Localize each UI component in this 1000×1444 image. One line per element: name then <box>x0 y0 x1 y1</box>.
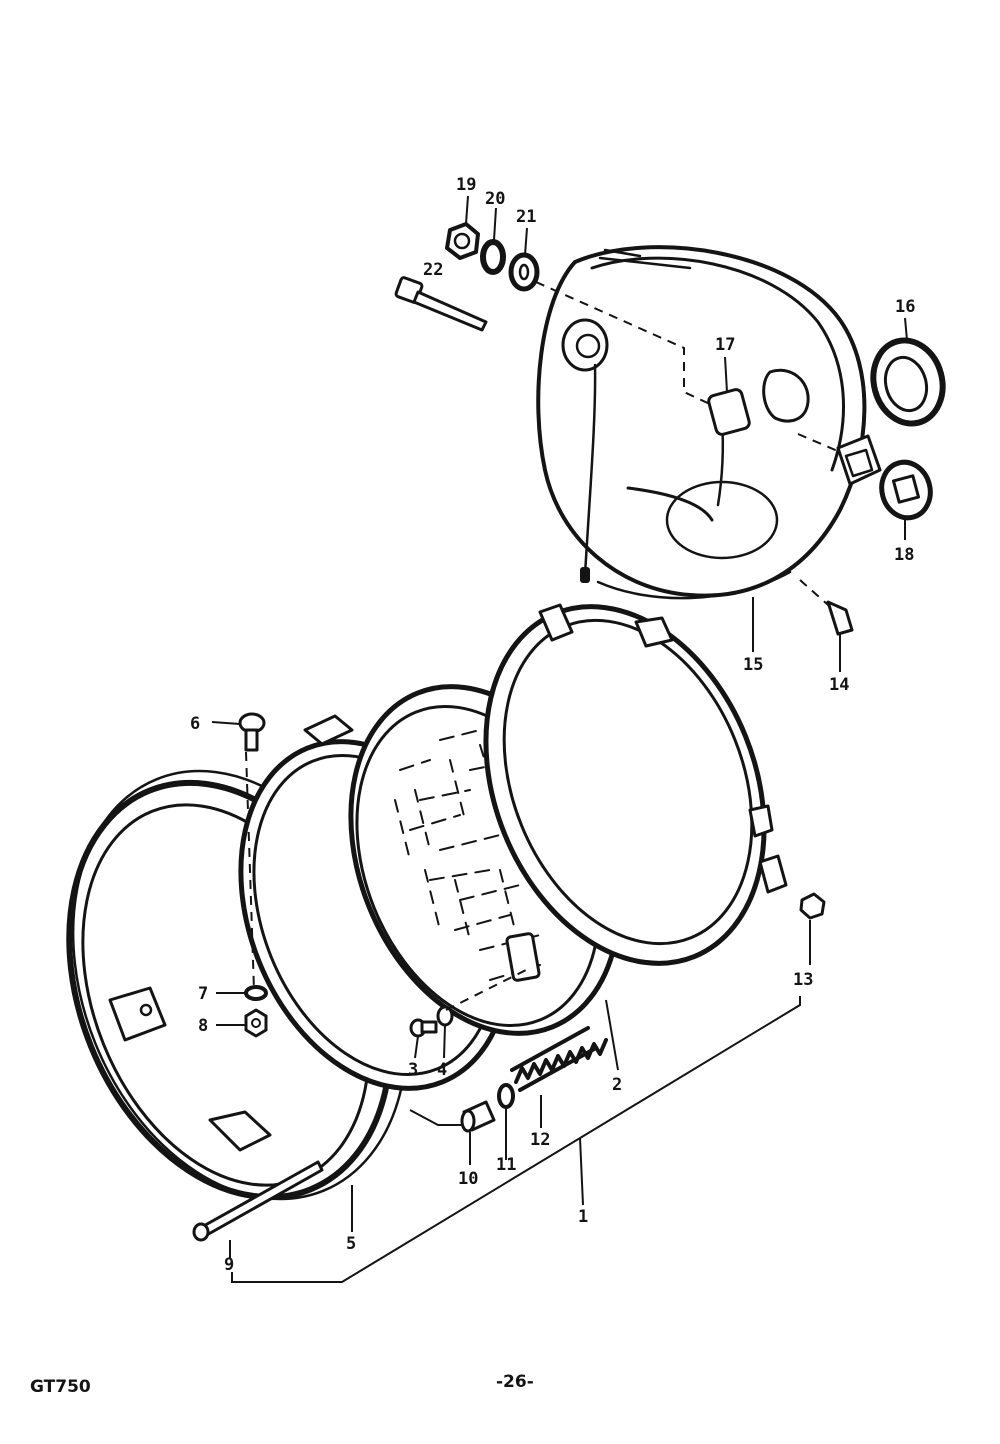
leader-lines <box>211 195 908 1283</box>
part-label-5: 5 <box>346 1234 356 1254</box>
part-labels: 19 20 21 22 16 17 18 15 14 6 13 7 8 3 4 … <box>190 175 915 1275</box>
flat-washer <box>508 252 540 292</box>
mounting-bolt <box>394 276 488 332</box>
part-label-16: 16 <box>895 297 915 317</box>
part-label-15: 15 <box>743 655 763 675</box>
part-label-22: 22 <box>423 260 443 280</box>
part-label-12: 12 <box>530 1130 550 1150</box>
nut <box>445 222 480 260</box>
part-label-4: 4 <box>437 1060 447 1080</box>
part-label-3: 3 <box>408 1060 418 1080</box>
part-label-7: 7 <box>198 984 208 1004</box>
square-grommet <box>879 459 933 521</box>
assembly-lines <box>245 281 841 1011</box>
part-label-19: 19 <box>456 175 476 195</box>
part-label-9: 9 <box>224 1255 234 1275</box>
part-label-11: 11 <box>496 1155 516 1175</box>
part-label-6: 6 <box>190 714 200 734</box>
adjusting-washer <box>436 1005 454 1027</box>
page-number: -26- <box>496 1372 534 1392</box>
collar-washer <box>497 1083 515 1109</box>
part-label-14: 14 <box>829 675 849 695</box>
model-name: GT750 <box>30 1377 91 1397</box>
spring-washer <box>480 239 506 275</box>
part-label-18: 18 <box>894 545 914 565</box>
part-label-1: 1 <box>578 1207 588 1227</box>
part-label-21: 21 <box>516 207 536 227</box>
adjusting-spring <box>510 1026 608 1092</box>
headlight-case-ring <box>483 603 788 966</box>
part-label-17: 17 <box>715 335 735 355</box>
part-label-8: 8 <box>198 1016 208 1036</box>
headlight-housing <box>536 245 882 600</box>
part-label-20: 20 <box>485 189 505 209</box>
part-label-2: 2 <box>612 1075 622 1095</box>
small-washer <box>244 985 268 1001</box>
housing-screw <box>826 600 854 636</box>
collar <box>460 1100 496 1133</box>
adjusting-nut <box>799 892 826 920</box>
rim-screw <box>192 1160 324 1242</box>
grommet-ring <box>870 337 946 427</box>
top-screw <box>238 712 266 752</box>
part-label-10: 10 <box>458 1169 478 1189</box>
adjusting-screw <box>409 1018 438 1038</box>
small-nut <box>244 1008 268 1038</box>
part-label-13: 13 <box>793 970 813 990</box>
